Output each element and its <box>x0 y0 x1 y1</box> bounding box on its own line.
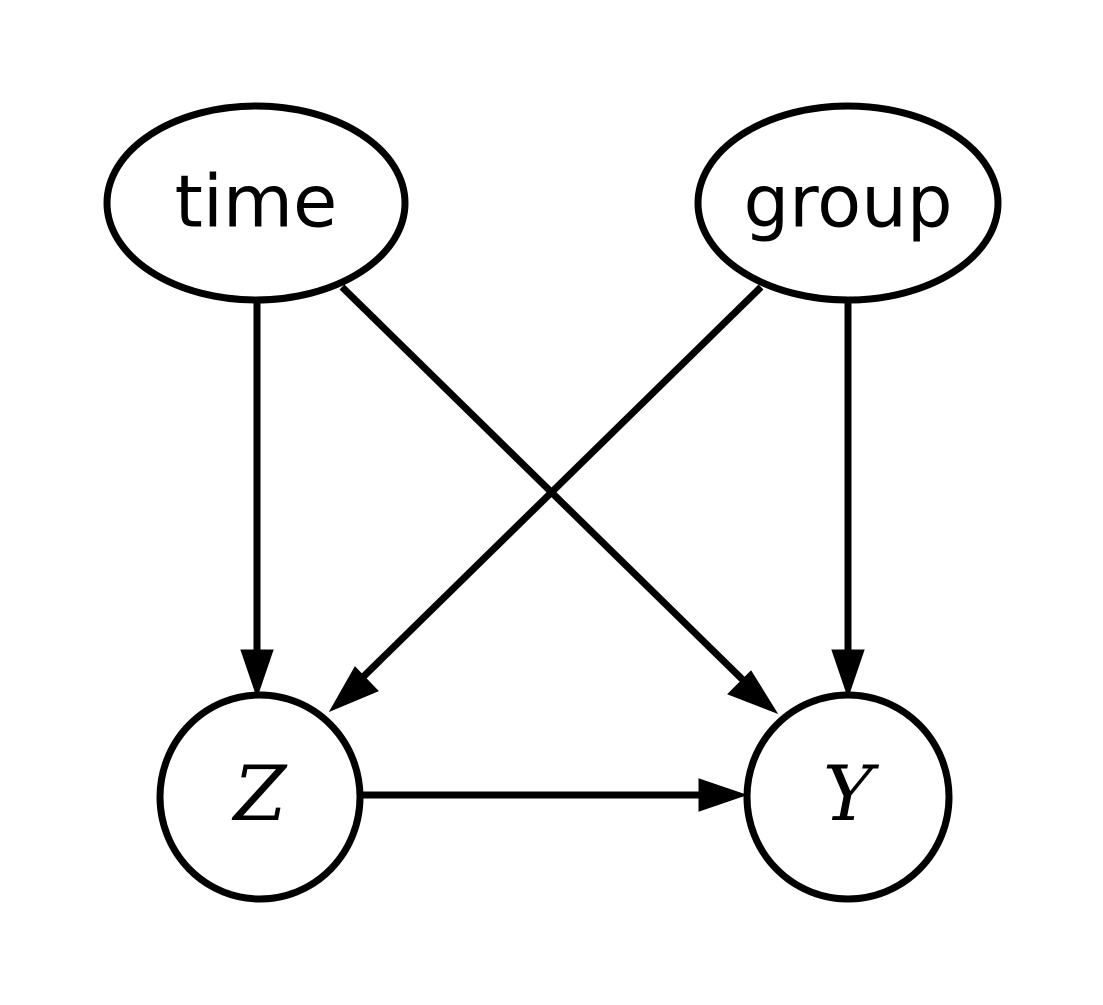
edge-group-to-Z-line <box>358 284 764 682</box>
edge-group-to-Y[interactable] <box>831 301 865 699</box>
edge-time-to-Y-arrowhead <box>727 670 779 715</box>
edge-group-to-Y-arrowhead <box>831 649 865 699</box>
node-Z-circle <box>156 691 364 903</box>
edge-Z-to-Y[interactable] <box>361 778 748 812</box>
edge-time-to-Y[interactable] <box>339 284 779 715</box>
node-group-ellipse <box>694 102 1002 304</box>
node-group-var[interactable]: group <box>694 102 1002 304</box>
node-time-label: time <box>175 160 338 244</box>
node-time[interactable]: time <box>103 102 409 304</box>
node-Z[interactable]: Z <box>156 691 364 903</box>
node-Y-label: Y <box>823 749 880 838</box>
edge-time-to-Y-line <box>339 284 748 685</box>
edge-time-to-Z[interactable] <box>240 301 274 699</box>
node-Z-label: Z <box>232 749 288 838</box>
node-Y[interactable]: Y <box>743 691 953 903</box>
edge-time-to-Z-arrowhead <box>240 649 274 699</box>
edge-group <box>240 284 865 812</box>
node-time-ellipse <box>103 102 409 304</box>
node-group-label: group <box>743 160 952 244</box>
node-Y-circle <box>743 691 953 903</box>
edge-group-to-Z[interactable] <box>328 284 764 713</box>
node-group: time group Z Y <box>103 102 1002 903</box>
edge-Z-to-Y-arrowhead <box>698 778 748 812</box>
edge-group-to-Z-arrowhead <box>328 666 379 713</box>
